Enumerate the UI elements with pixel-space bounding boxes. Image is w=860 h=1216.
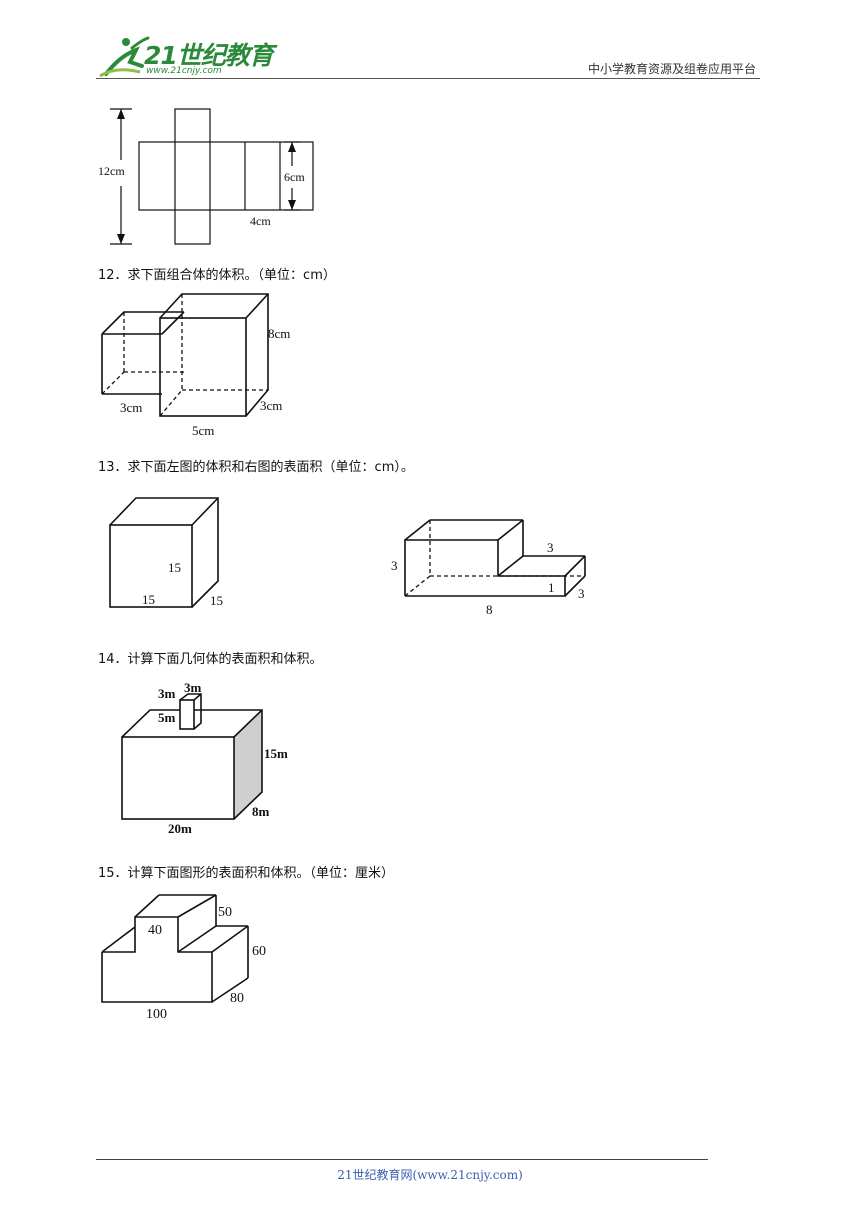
q15-top-depth-label: 50 [218,905,232,920]
q13-left-width-label: 15 [142,592,155,607]
q14-depth-label: 8m [252,804,270,819]
logo-text: 21世纪教育 [144,41,274,70]
q13-right-depth-label: 3 [578,586,585,601]
question-13: 13．求下面左图的体积和右图的表面积（单位：cm）。 [98,460,414,475]
net-height-label: 12cm [98,164,125,178]
logo-icon [99,36,150,78]
footer-divider [96,1159,708,1160]
q13-left-depth-label: 15 [210,593,223,608]
footer-link[interactable]: 21世纪教育网(www.21cnjy.com) [337,1168,523,1182]
q13-right-step-height-label: 1 [548,580,555,595]
q13-left-height-label: 15 [168,560,181,575]
q12-small-edge-label: 3cm [120,400,142,415]
q15-top-width-label: 40 [148,923,162,938]
q12-figure: 8cm 3cm 3cm 5cm [101,293,290,438]
q12-width-label: 5cm [192,423,214,438]
q14-top-h-label: 5m [158,710,176,725]
q15-length-label: 100 [146,1007,167,1022]
q14-top-a-label: 3m [158,686,176,701]
logo-url: www.21cnjy.com [146,66,222,76]
q12-depth-label: 3cm [260,398,282,413]
q13-right-figure: 3 3 1 3 8 [391,519,586,617]
q14-width-label: 20m [168,821,192,836]
q14-top-b-label: 3m [184,680,202,695]
q14-figure: 3m 3m 5m 15m 8m 20m [121,680,288,836]
platform-title: 中小学教育资源及组卷应用平台 [587,62,756,76]
net-width-label: 4cm [250,214,271,228]
question-15: 15．计算下面图形的表面积和体积。（单位：厘米） [98,866,395,881]
q13-left-figure: 15 15 15 [109,497,223,608]
question-12: 12．求下面组合体的体积。（单位：cm） [98,268,336,283]
q14-height-label: 15m [264,746,288,761]
net-side-label: 6cm [284,170,305,184]
q12-height-label: 8cm [268,326,290,341]
q15-figure: 40 50 60 80 100 [101,894,266,1022]
question-14: 14．计算下面几何体的表面积和体积。 [98,652,323,667]
q13-right-height-label: 3 [391,558,398,573]
q13-right-length-label: 8 [486,602,493,617]
header-divider [96,78,760,79]
q15-depth-label: 80 [230,991,244,1006]
q15-height-label: 60 [252,944,266,959]
net-figure: 12cm 6cm 4cm [98,108,314,245]
q13-right-step-width-label: 3 [547,540,554,555]
